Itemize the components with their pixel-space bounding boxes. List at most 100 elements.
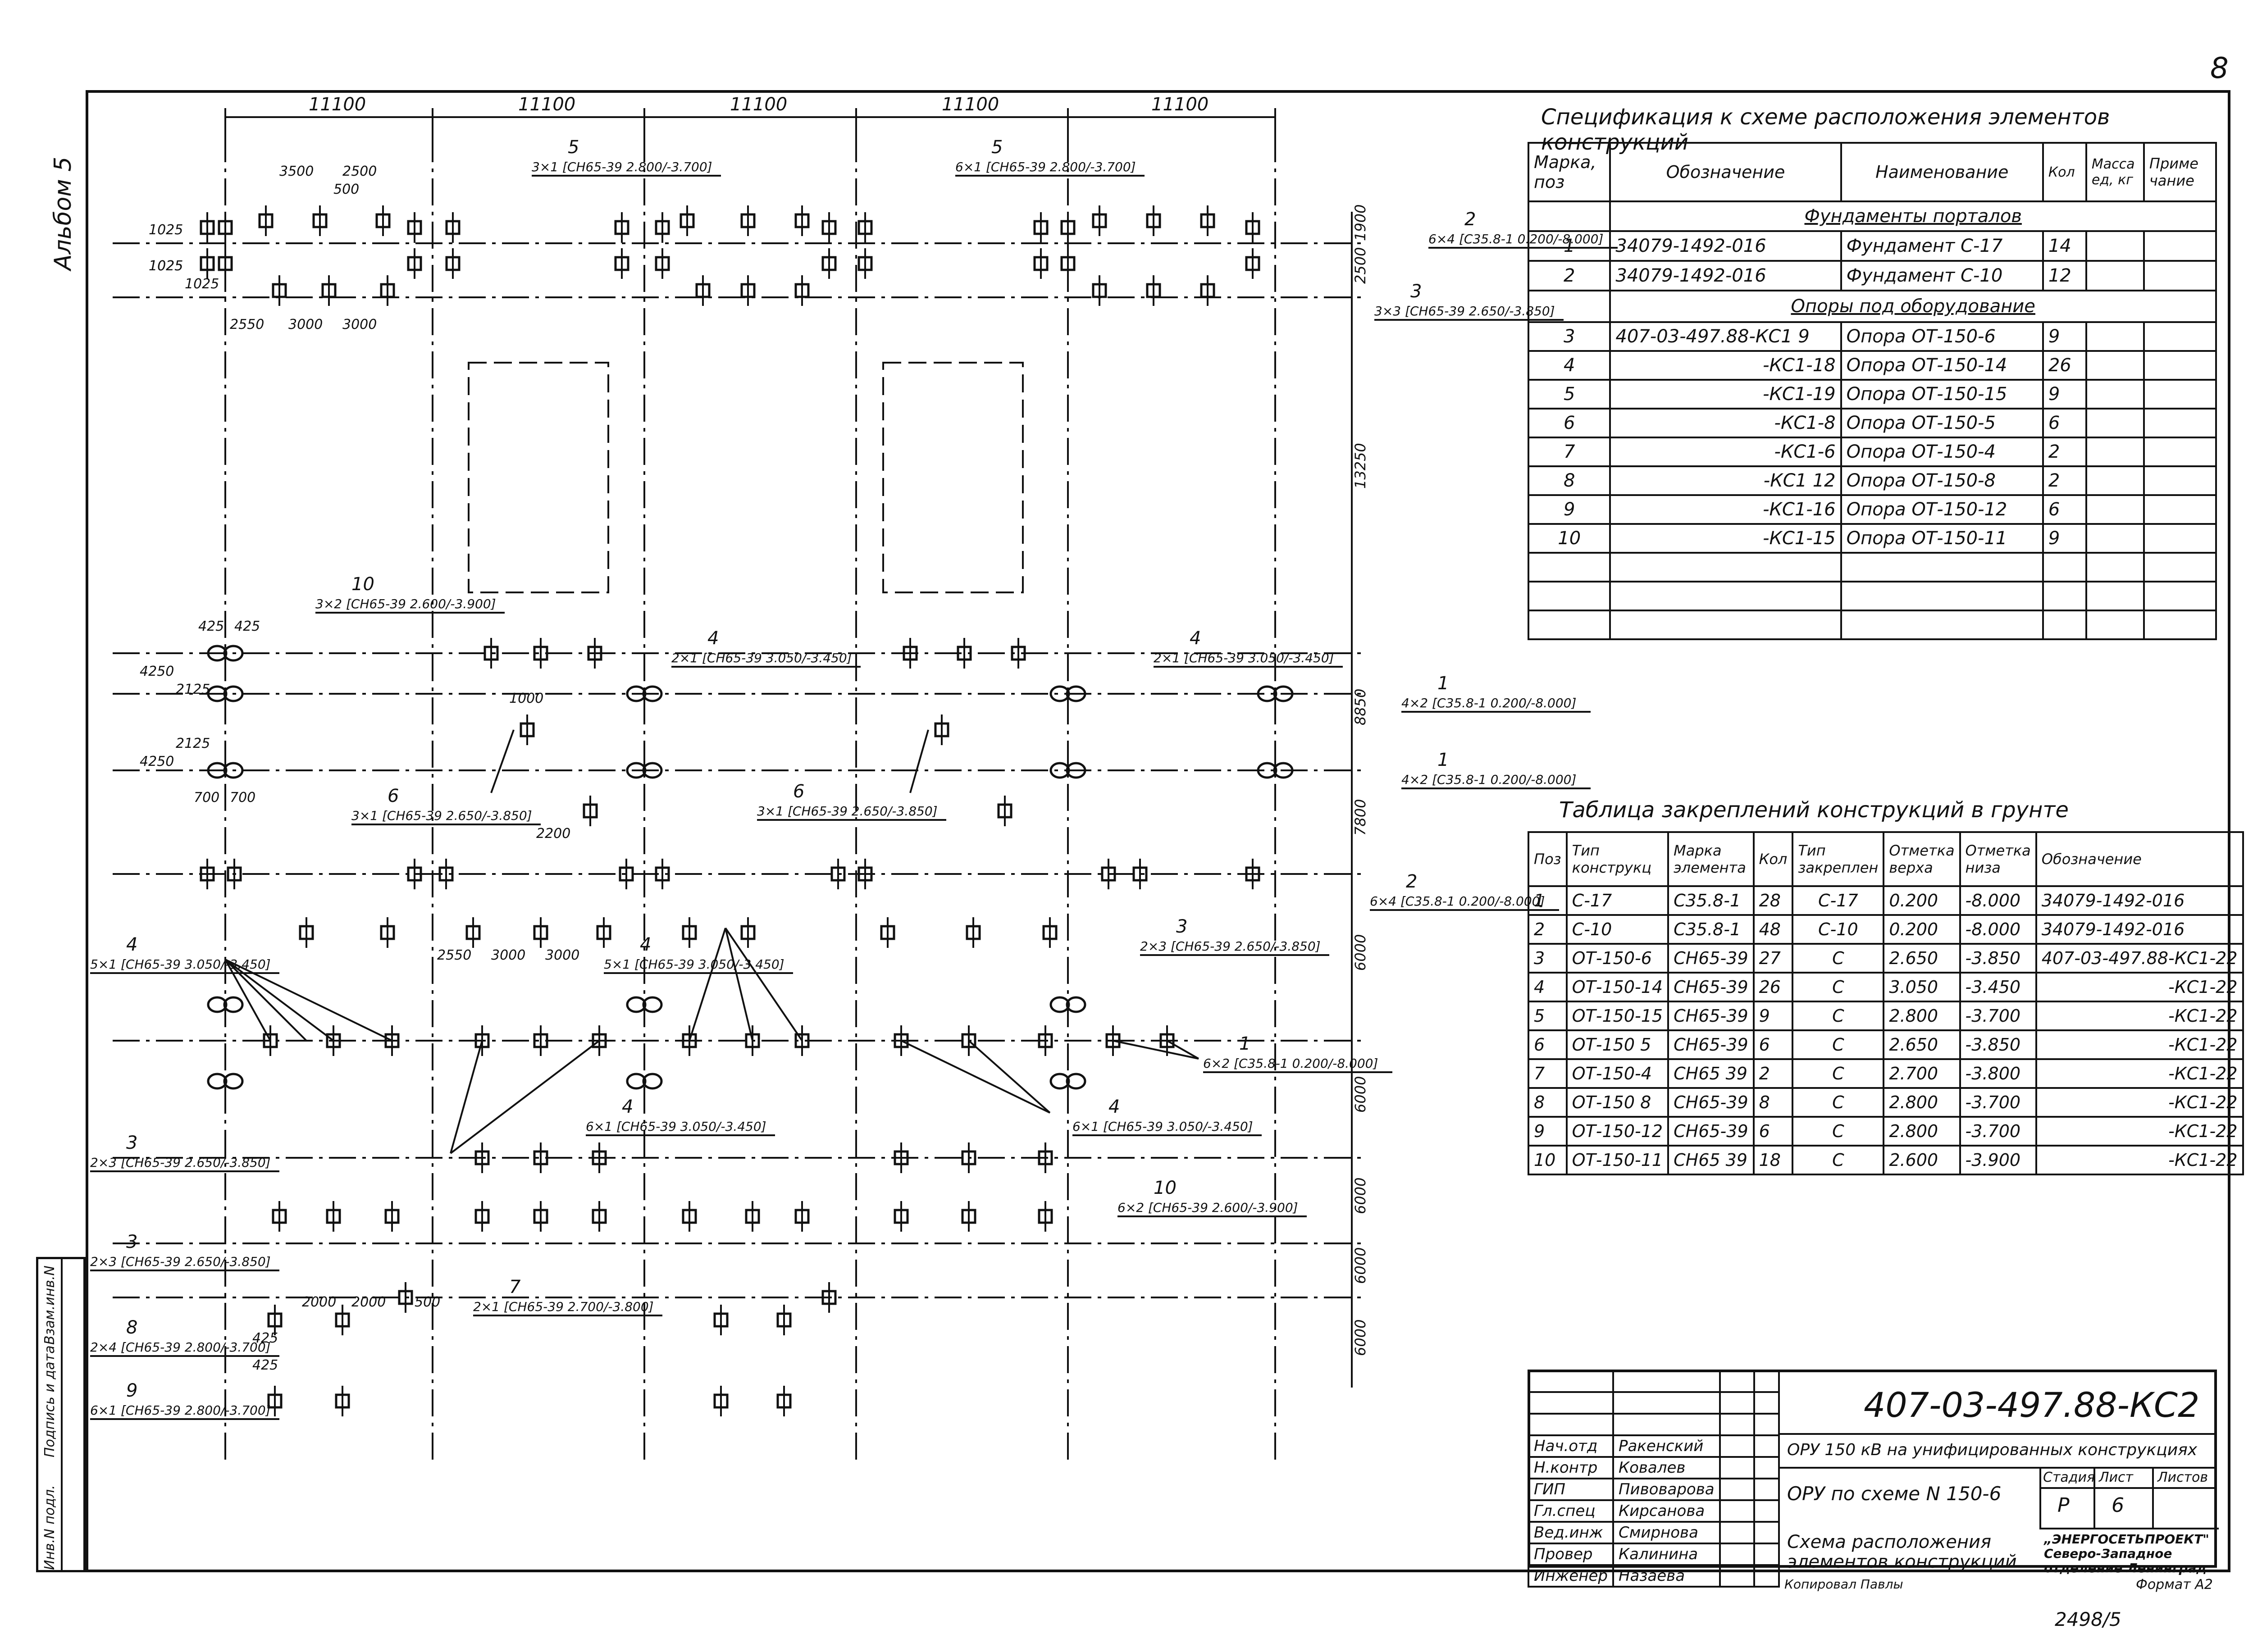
pile-mark (407, 220, 422, 235)
axis-line (1113, 1040, 1199, 1060)
anchor-header-mark: Марка элемента (1667, 831, 1755, 887)
local-dimension: 1000 (509, 691, 543, 706)
element-callout-text: 2×3 [СН65-39 2.650/-3.850] (90, 1155, 271, 1170)
pile-mark (794, 283, 810, 298)
element-callout-number: 4 (1190, 628, 1201, 649)
foundation-mark (626, 996, 647, 1013)
anchor-header-type: Тип конструкц (1565, 831, 1669, 887)
pile-mark (587, 646, 602, 661)
local-dimension: 1025 (149, 258, 183, 274)
local-dimension: 1025 (149, 222, 183, 238)
pile-mark (398, 1290, 413, 1305)
element-callout-text: 6×1 [СН65-39 2.800/-3.700] (90, 1403, 271, 1418)
pile-mark (961, 1209, 976, 1224)
spec-header-name: Наименование (1840, 142, 2044, 202)
pile-mark (794, 213, 810, 228)
element-callout-number: 4 (640, 934, 651, 955)
pile-mark (957, 646, 972, 661)
anchor-header-fix: Тип закреплен (1792, 831, 1885, 887)
pile-mark (407, 256, 422, 271)
foundation-mark (642, 996, 663, 1013)
pile-mark (1092, 213, 1107, 228)
axis-line (725, 928, 753, 1041)
element-callout-number: 9 (126, 1380, 137, 1401)
local-dimension: 500 (333, 182, 359, 197)
element-callout-number: 4 (707, 628, 719, 649)
element-callout-text: 2×1 [СН65-39 2.700/-3.800] (473, 1299, 654, 1314)
element-callout-number: 6 (388, 786, 399, 806)
pile-mark (592, 1209, 607, 1224)
pile-mark (680, 213, 695, 228)
project-name: ОРУ 150 кВ на унифицированных конструкци… (1787, 1441, 2198, 1459)
pile-mark (1200, 283, 1215, 298)
pile-mark (218, 220, 233, 235)
pile-mark (533, 1150, 548, 1165)
pile-mark (258, 213, 274, 228)
pile-mark (299, 925, 314, 940)
top-dimension: 11100 (309, 94, 366, 115)
side-stamp: Инв.N подл. Подпись и дата Взам.инв.N (36, 1257, 86, 1572)
pile-mark (272, 1209, 287, 1224)
pile-mark (1033, 220, 1049, 235)
pile-mark (438, 866, 454, 882)
local-dimension: 4250 (140, 754, 174, 769)
anchor-header-designation: Обозначение (2035, 831, 2244, 887)
pile-mark (1092, 283, 1107, 298)
foundation-mark (1066, 996, 1086, 1013)
element-callout-text: 3×1 [СН65-39 2.800/-3.700] (532, 159, 712, 174)
pile-mark (655, 866, 670, 882)
pile-mark (1245, 256, 1260, 271)
spec-section-title: Фундаменты порталов (1609, 200, 2217, 232)
element-callout-text: 3×2 [СН65-39 2.600/-3.900] (315, 596, 496, 611)
pile-mark (474, 1209, 490, 1224)
top-dimension: 11100 (942, 94, 999, 115)
scheme-name: ОРУ по схеме N 150-6 (1787, 1483, 2002, 1505)
pile-mark (312, 213, 328, 228)
pile-mark (776, 1393, 792, 1409)
pile-mark (1245, 220, 1260, 235)
local-dimension: 2125 (176, 736, 210, 751)
pile-mark (857, 220, 873, 235)
pile-mark (655, 220, 670, 235)
pile-mark (794, 1033, 810, 1048)
pile-mark (335, 1312, 350, 1328)
pile-mark (997, 803, 1012, 819)
pile-mark (533, 1209, 548, 1224)
element-callout-number: 2 (1464, 209, 1476, 230)
element-callout-text: 3×1 [СН65-39 2.650/-3.850] (757, 804, 938, 819)
foundation-mark (1049, 762, 1070, 779)
doc-code: 407-03-497.88-КС2 (1864, 1385, 2200, 1425)
anchor-header-top: Отметка верха (1883, 831, 1961, 887)
pile-mark (794, 1209, 810, 1224)
foundation-mark (1066, 762, 1086, 779)
local-dimension: 1025 (149, 258, 183, 274)
pile-mark (1011, 646, 1026, 661)
spec-section-title: Опоры под оборудование (1609, 290, 2217, 323)
pile-mark (1038, 1209, 1053, 1224)
sheet-title: Схема расположения элементов конструкций (1787, 1532, 2017, 1572)
element-callout-text: 2×4 [СН65-39 2.800/-3.700] (90, 1340, 271, 1355)
element-callout-number: 3 (1176, 916, 1187, 937)
stage-value: Р (2057, 1494, 2070, 1517)
foundation-mark (626, 762, 647, 779)
axis-line (490, 729, 515, 793)
pile-mark (894, 1150, 909, 1165)
pile-mark (465, 925, 481, 940)
element-callout-text: 2×3 [СН65-39 2.650/-3.850] (90, 1254, 271, 1269)
sheet-number: 8 (2210, 52, 2229, 85)
pile-mark (1038, 1150, 1053, 1165)
local-dimension: 2200 (536, 826, 570, 842)
element-callout-number: 5 (991, 137, 1003, 158)
foundation-mark (207, 762, 228, 779)
